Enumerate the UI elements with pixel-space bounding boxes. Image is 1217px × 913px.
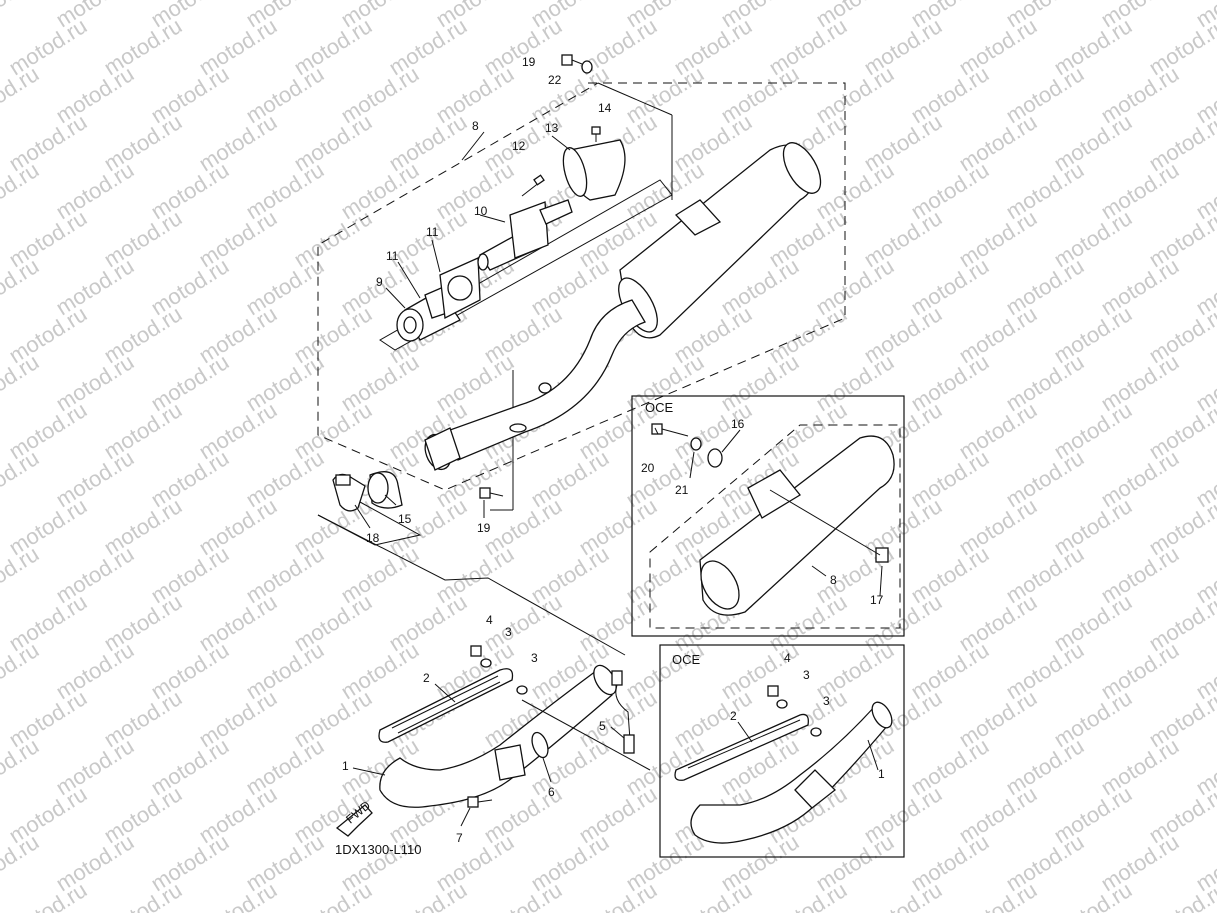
watermark-text: motod.ru (574, 877, 661, 913)
bolt-19-lower (479, 487, 504, 499)
watermark-text: motod.ru (99, 877, 186, 913)
callout-13: 13 (545, 121, 559, 135)
callout-upper-8: 8 (830, 573, 837, 587)
screw-12 (521, 174, 545, 197)
inset-collar-17 (875, 547, 889, 563)
callout-22: 22 (548, 73, 562, 87)
callout-12: 12 (512, 139, 526, 153)
inset-bolt-20 (651, 423, 689, 437)
inset-damper-16 (707, 448, 723, 468)
inset-upper-box (631, 395, 905, 637)
watermark-text: motod.ru (0, 0, 43, 32)
callout-upper-16: 16 (731, 417, 745, 431)
watermark-text: motod.ru (0, 157, 43, 224)
bolt-4 (470, 645, 482, 657)
screw-14 (591, 126, 601, 142)
callout-4: 4 (486, 613, 493, 627)
watermark-text: motod.ru (669, 877, 756, 913)
watermark-text: motod.ru (1049, 877, 1136, 913)
callout-5: 5 (599, 719, 606, 733)
leader-lines (352, 131, 883, 827)
callout-14: 14 (598, 101, 612, 115)
watermark-text: motod.ru (764, 877, 851, 913)
callout-upper-20: 20 (641, 461, 655, 475)
watermark-text: motod.ru (954, 877, 1041, 913)
watermark-text: motod.ru (0, 445, 43, 512)
callout-lower-3a: 3 (803, 668, 810, 682)
inset-washer-3a (776, 699, 788, 709)
callout-upper-21: 21 (675, 483, 689, 497)
watermark-text: motod.ru (0, 637, 43, 704)
bolt-7 (467, 796, 493, 808)
callout-11a: 11 (426, 225, 439, 239)
end-cap (562, 139, 626, 201)
callout-lower-3b: 3 (823, 694, 830, 708)
clamp (332, 473, 366, 512)
callout-2: 2 (423, 671, 430, 685)
callout-19b: 19 (477, 521, 491, 535)
muffler-inlet-pipe (424, 299, 646, 471)
heat-protector (378, 668, 514, 743)
watermark-text: motod.ru (0, 829, 43, 896)
callout-upper-17: 17 (870, 593, 884, 607)
washer-3a (480, 658, 492, 668)
watermark-text: motod.ru (384, 877, 471, 913)
callout-18: 18 (366, 531, 380, 545)
watermark-text: motod.ru (289, 877, 376, 913)
washer-3b (516, 685, 528, 695)
callout-11b: 11 (386, 249, 399, 263)
callout-15: 15 (398, 512, 412, 526)
washer-22 (581, 60, 593, 74)
watermark-text: motod.ru (4, 877, 91, 913)
watermark-text: motod.ru (0, 253, 43, 320)
diagram-code: 1DX1300-L110 (335, 842, 422, 857)
callout-lower-2: 2 (730, 709, 737, 723)
inner-pipe (477, 199, 573, 271)
silencer-core-outline (379, 179, 673, 351)
inset-bolt-4 (767, 685, 779, 697)
inset-lower-box (659, 644, 905, 858)
callout-3a: 3 (505, 625, 512, 639)
o2-sensor (611, 670, 635, 754)
callout-10: 10 (474, 204, 488, 218)
callout-19: 19 (522, 55, 536, 69)
bolt-19-top (561, 54, 583, 66)
inset-heat-protector (674, 713, 809, 781)
watermark-text: motod.ru (0, 61, 43, 128)
inset-washer-3b (810, 727, 822, 737)
callout-8: 8 (472, 119, 479, 133)
gasket (439, 257, 481, 320)
callout-6: 6 (548, 785, 555, 799)
callout-7: 7 (456, 831, 463, 845)
inset-upper-title: OCE (645, 400, 674, 415)
gasket-ring (367, 471, 403, 509)
callout-1: 1 (342, 759, 349, 773)
muffler (618, 142, 822, 339)
exhaust-gasket-6 (531, 731, 549, 759)
watermark-text: motod.ru (0, 541, 43, 608)
watermark-text: motod.ru (859, 877, 946, 913)
inset-washer-21 (690, 437, 702, 451)
callout-3b: 3 (531, 651, 538, 665)
watermark-text: motod.ru (194, 877, 281, 913)
muffler-assembly-outline (317, 82, 846, 491)
callout-labels: 19 22 14 13 8 12 10 11 11 9 15 18 19 4 3… (342, 55, 885, 845)
callout-lower-1: 1 (878, 767, 885, 781)
watermark-text: motod.ru (0, 733, 43, 800)
inset-muffler (649, 424, 901, 629)
watermark-text: motod.ru (0, 349, 43, 416)
callout-lower-4: 4 (784, 651, 791, 665)
inset-lower-title: OCE (672, 652, 701, 667)
callout-9: 9 (376, 275, 383, 289)
watermark-text: motod.ru (479, 877, 566, 913)
inset-exhaust-pipe (690, 701, 893, 844)
